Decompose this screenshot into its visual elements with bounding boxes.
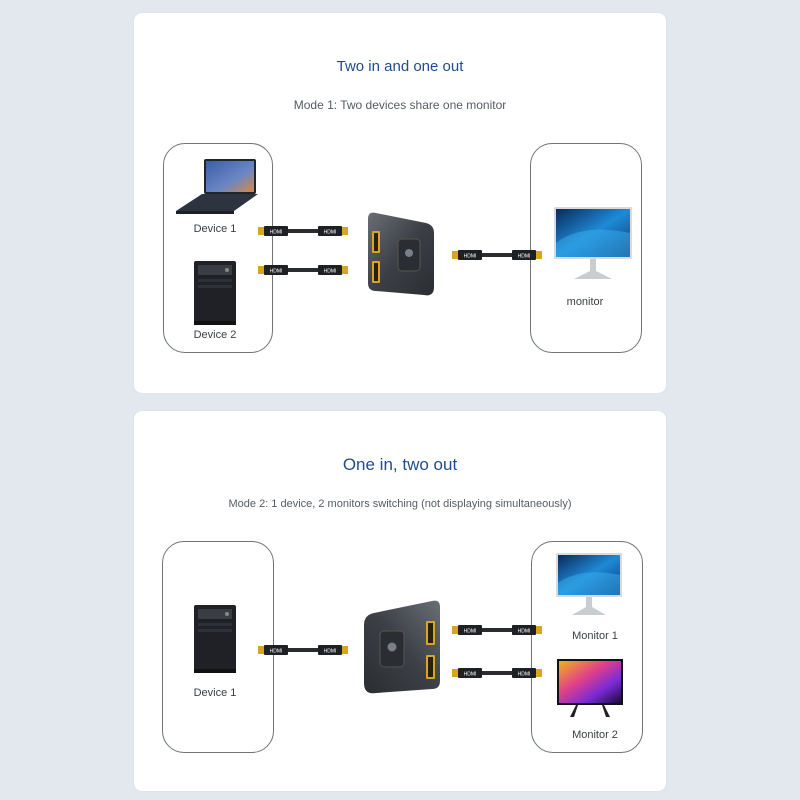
cable-text: HDMI xyxy=(518,672,531,678)
monitor-icon xyxy=(556,553,622,615)
cable-text: HDMI xyxy=(324,230,337,236)
cable-text: HDMI xyxy=(270,269,283,275)
cable-text: HDMI xyxy=(270,649,283,655)
cable-text: HDMI xyxy=(324,269,337,275)
hdmi-switch-icon xyxy=(368,212,434,296)
mode2-monitor2-label: Monitor 2 xyxy=(572,729,618,741)
hdmi-switch-icon xyxy=(364,600,440,694)
tv-icon xyxy=(557,659,623,717)
mode2-device1-label: Device 1 xyxy=(193,687,237,699)
mode1-device2-label: Device 2 xyxy=(193,329,237,341)
hdmi-cable-icon: HDMI HDMI xyxy=(452,625,542,635)
laptop-icon xyxy=(176,159,258,214)
hdmi-cable-icon: HDMI HDMI xyxy=(452,250,542,260)
mode1-title: Two in and one out xyxy=(336,58,464,75)
mode1-panel: Two in and one out Mode 1: Two devices s… xyxy=(134,13,666,393)
mode2-monitor1-label: Monitor 1 xyxy=(572,630,618,642)
mode1-device1-label: Device 1 xyxy=(193,223,237,235)
monitor-icon xyxy=(554,207,632,279)
cable-text: HDMI xyxy=(324,649,337,655)
mode2-subtitle: Mode 2: 1 device, 2 monitors switching (… xyxy=(228,498,572,510)
cable-text: HDMI xyxy=(270,230,283,236)
cable-text: HDMI xyxy=(518,629,531,635)
pc-tower-icon xyxy=(194,261,236,325)
hdmi-cable-icon: HDMI HDMI xyxy=(258,645,348,655)
mode1-subtitle: Mode 1: Two devices share one monitor xyxy=(293,98,507,112)
mode1-monitor-label: monitor xyxy=(566,296,604,308)
hdmi-cable-icon: HDMI HDMI xyxy=(258,265,348,275)
cable-text: HDMI xyxy=(464,254,477,260)
cable-text: HDMI xyxy=(464,672,477,678)
cable-text: HDMI xyxy=(518,254,531,260)
mode2-panel: One in, two out Mode 2: 1 device, 2 moni… xyxy=(134,411,666,791)
pc-tower-icon xyxy=(194,605,236,673)
hdmi-cable-icon: HDMI HDMI xyxy=(258,226,348,236)
cable-text: HDMI xyxy=(464,629,477,635)
hdmi-cable-icon: HDMI HDMI xyxy=(452,668,542,678)
mode2-title: One in, two out xyxy=(342,455,458,474)
